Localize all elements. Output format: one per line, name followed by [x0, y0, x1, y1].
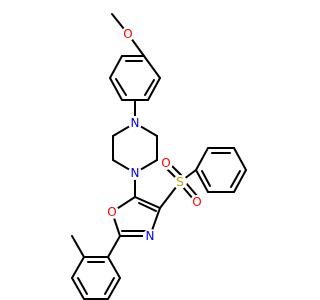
- bond: [201, 170, 211, 187]
- bond: [147, 77, 161, 101]
- bond: [104, 277, 115, 295]
- bond: [230, 170, 241, 188]
- atom-label-piperazine-n-bottom: N: [131, 166, 140, 180]
- bond: [115, 78, 127, 96]
- bond: [170, 164, 182, 176]
- bonds: [71, 13, 247, 300]
- bond: [77, 277, 88, 295]
- bond: [233, 147, 247, 171]
- atom-label-sulfonyl-o-left: O: [161, 156, 170, 170]
- molecule-structure: O N N O N S O O: [71, 13, 247, 300]
- bond: [71, 256, 85, 279]
- bond: [107, 256, 121, 279]
- bond: [233, 169, 247, 193]
- bond: [144, 79, 155, 96]
- atom-label-piperazine-n-top: N: [131, 116, 140, 130]
- bond: [195, 147, 209, 171]
- bond: [109, 77, 123, 101]
- bond: [138, 202, 157, 212]
- bond: [107, 277, 121, 300]
- bond: [109, 55, 123, 79]
- bond: [185, 182, 199, 198]
- bond: [134, 196, 161, 209]
- bond: [107, 235, 121, 258]
- atom-label-oxazole-n: N: [146, 229, 155, 243]
- atom-label-sulfonyl-s: S: [176, 175, 184, 189]
- bond: [71, 277, 85, 300]
- atom-label-oxazole-o: O: [107, 205, 116, 219]
- bond: [195, 169, 209, 193]
- atom-labels: O N N O N S O O: [105, 27, 204, 243]
- atom-label-sulfonyl-o-right: O: [192, 195, 201, 209]
- atom-label-methoxy-o: O: [123, 27, 132, 41]
- bond: [71, 235, 85, 258]
- bond: [143, 55, 161, 79]
